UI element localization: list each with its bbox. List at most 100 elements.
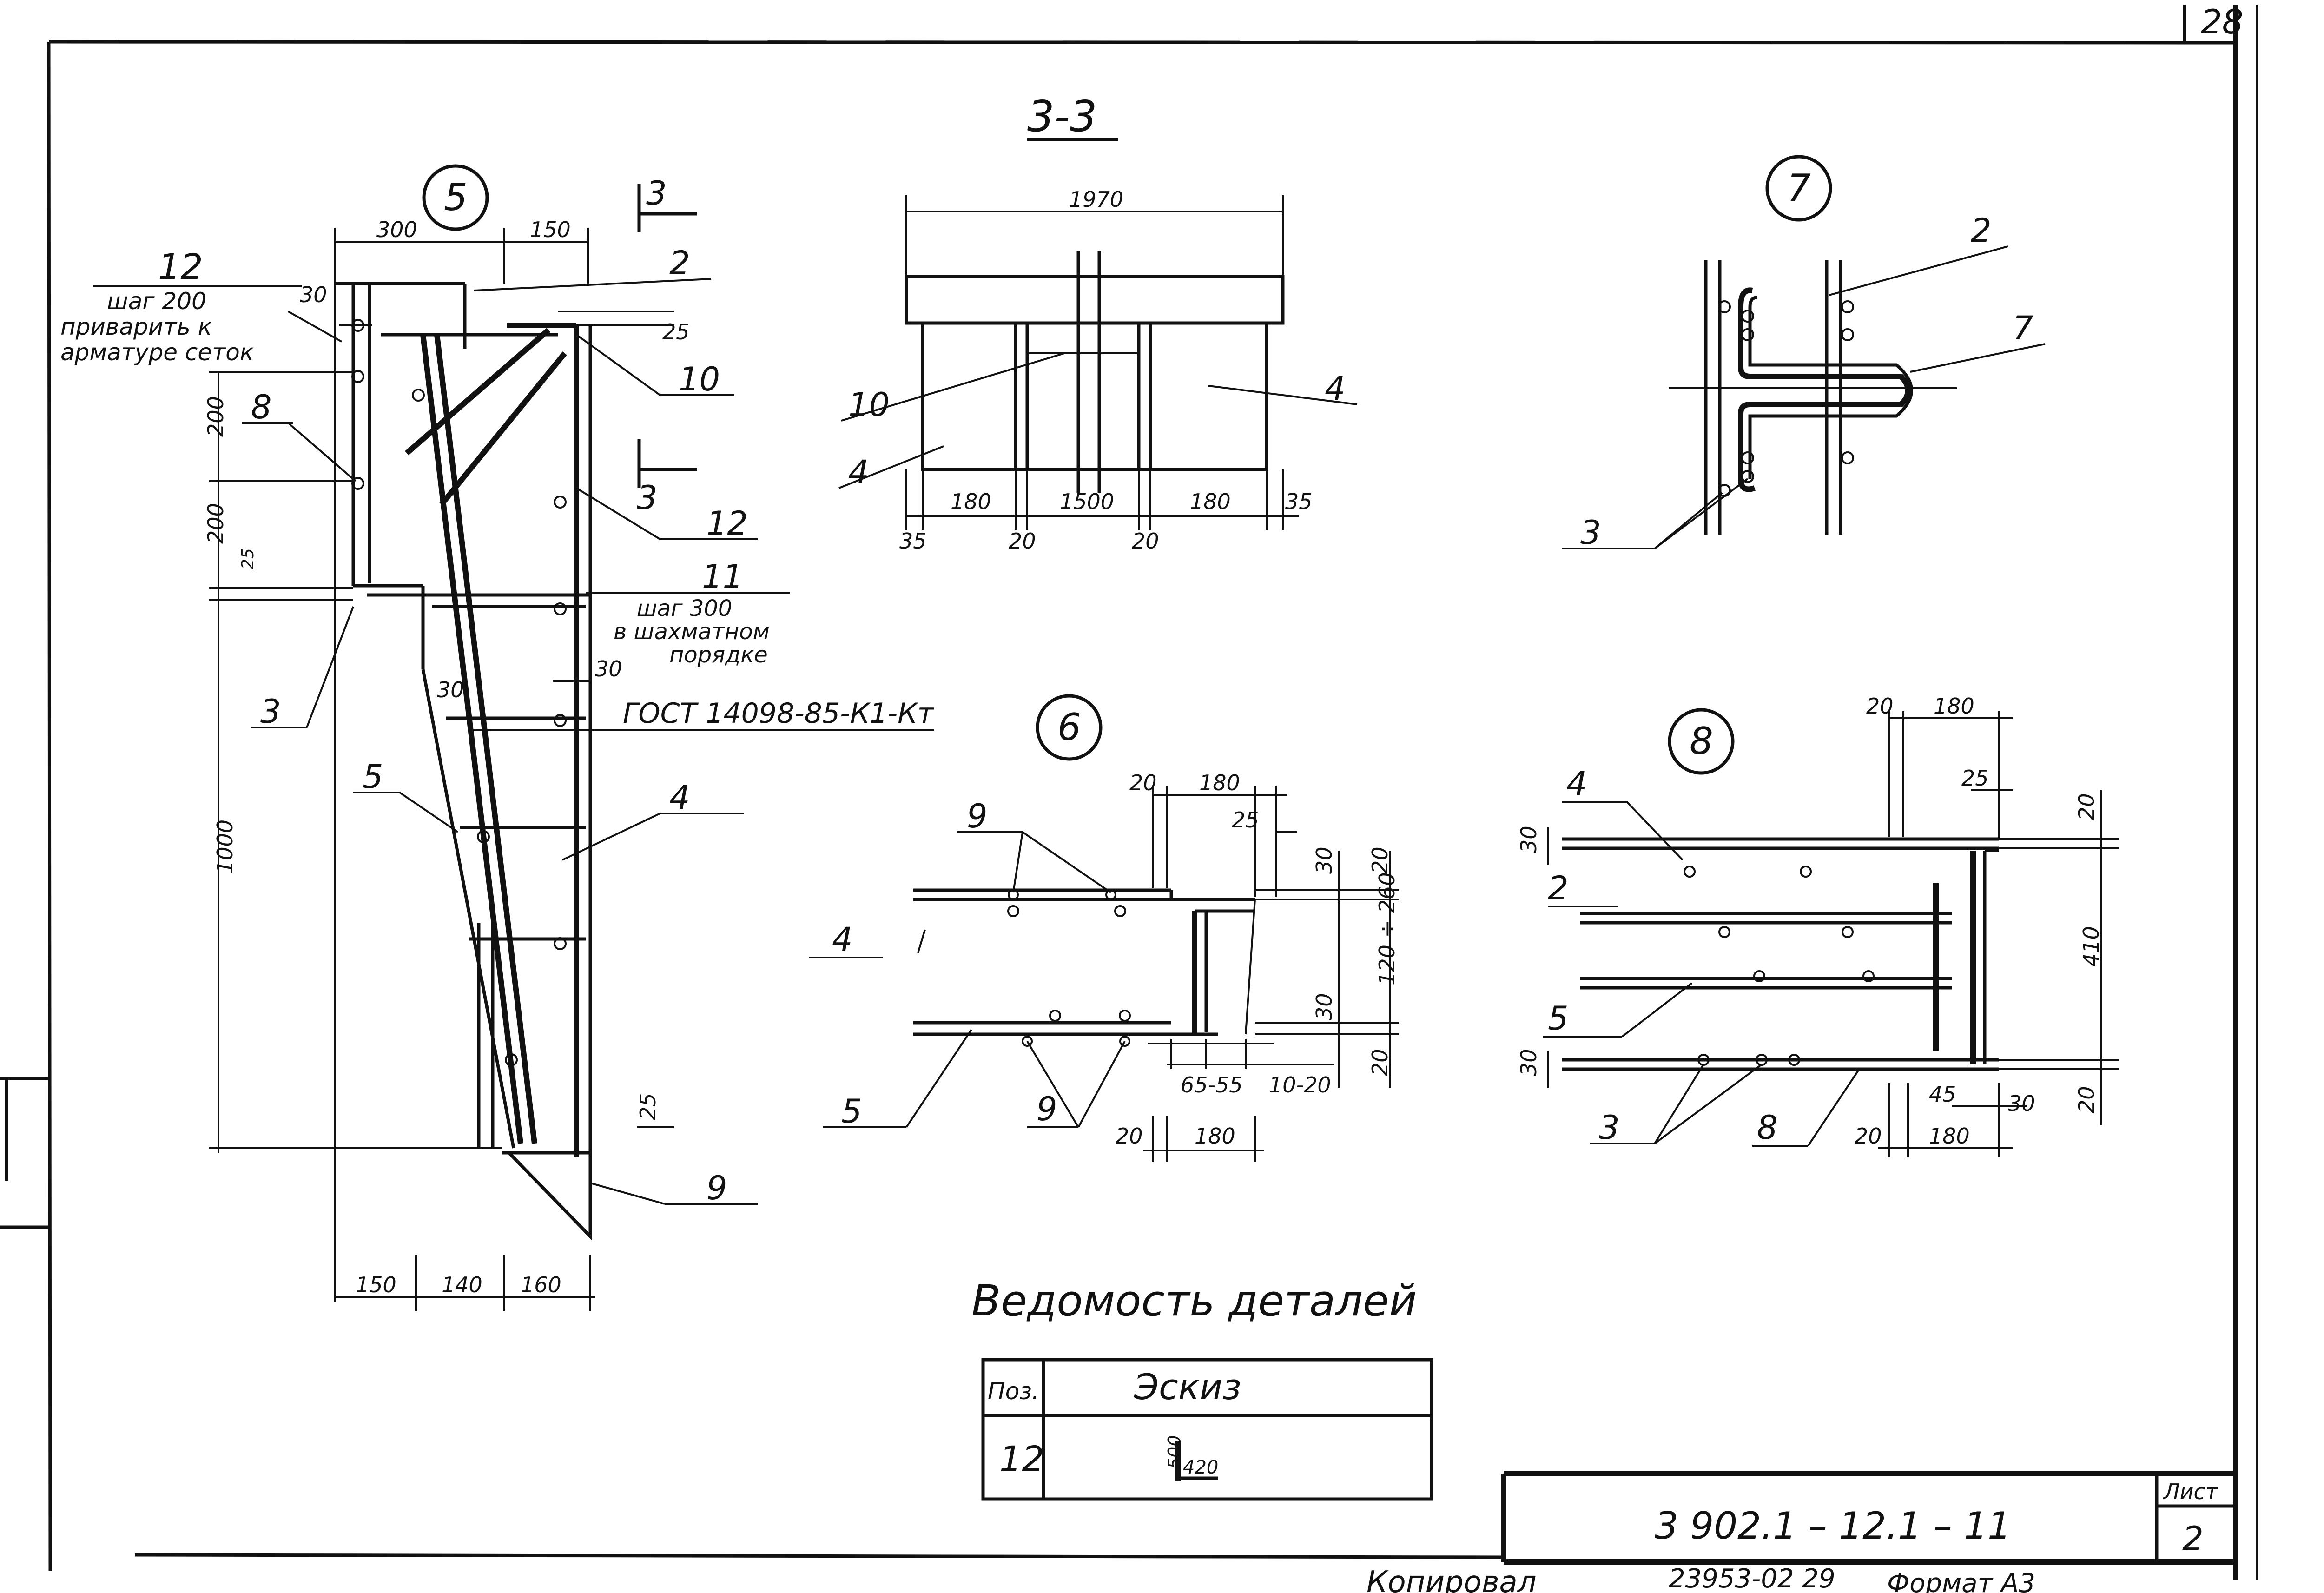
section-3-3-dim-top: 1970	[1069, 187, 1123, 212]
detail-8-dim-right-2: 20	[2074, 1086, 2099, 1113]
detail-8-dim-bottom-0: 45	[1929, 1082, 1956, 1107]
title-block: 3 902.1 – 12.1 – 11 Лист 2	[1501, 1471, 2236, 1565]
detail-5-section-mark-top: 3	[646, 174, 667, 212]
detail-7-callout-3: 3	[1580, 514, 1601, 552]
section-3-3-dim-b3: 1500	[1060, 489, 1114, 514]
detail-5-dim-left-2: 25	[238, 548, 257, 569]
parts-schedule-row-pos: 12	[999, 1438, 1044, 1480]
section-3-3-callout-4-right: 4	[1325, 370, 1346, 408]
detail-5-callout-12-right: 12	[706, 504, 748, 542]
detail-8-callout-2: 2	[1548, 869, 1569, 907]
detail-6-dim-right-4: 20	[1367, 1049, 1393, 1076]
detail-5-dim-30-inner: 30	[437, 677, 464, 702]
detail-5-callout-9: 9	[706, 1169, 727, 1207]
detail-5-note-12-c: арматуре сеток	[60, 339, 254, 366]
detail-5-dim-top-1: 150	[530, 217, 571, 242]
detail-5-callout-12-left: 12	[158, 246, 203, 287]
detail-6-dim-right-2: 120 ÷ 260	[1374, 873, 1400, 985]
detail-5-dim-30-left: 30	[300, 282, 327, 307]
footer-format: Формат А3	[1887, 1568, 2035, 1593]
sheet-frame	[0, 5, 2258, 1580]
detail-5-callout-8: 8	[251, 388, 272, 426]
detail-5-dim-bottom-0: 150	[356, 1272, 396, 1297]
parts-schedule-title: Ведомость деталей	[971, 1276, 1417, 1326]
detail-6-dim-top-0: 20	[1129, 770, 1157, 795]
detail-8-dim-bottom-2: 20	[1855, 1124, 1882, 1149]
detail-5-section-mark-bottom: 3	[637, 479, 658, 517]
detail-8-marker: 8	[1690, 720, 1713, 763]
detail-8-dim-bottom-1: 30	[2008, 1091, 2035, 1116]
detail-5-dim-top-0: 300	[376, 217, 417, 242]
parts-schedule-header-pos: Поз.	[988, 1378, 1039, 1405]
detail-8-dim-bottom-3: 180	[1929, 1124, 1970, 1149]
detail-8-callout-5: 5	[1548, 999, 1569, 1038]
detail-5-note-11-a: шаг 300	[637, 595, 732, 621]
section-3-3-title: 3-3	[1027, 92, 1097, 141]
detail-7: 7 2 7 3	[1562, 155, 2046, 552]
detail-7-marker: 7	[1787, 166, 1811, 210]
detail-5-callout-4: 4	[669, 779, 690, 817]
detail-6-dim-bottom-0: 65-55	[1181, 1072, 1243, 1097]
detail-5-dim-30-right: 30	[595, 656, 622, 681]
detail-5-dim-bottom-1: 140	[442, 1272, 482, 1297]
detail-8: 8 20 180 25 20 410 20	[1516, 694, 2119, 1157]
detail-5-gost-note: ГОСТ 14098-85-К1-Кт	[623, 697, 935, 730]
detail-8-callout-4: 4	[1566, 765, 1587, 803]
detail-6-callout-9-top: 9	[967, 797, 988, 835]
detail-8-dim-right-1: 410	[2079, 926, 2104, 967]
detail-6-dim-right-1: 20	[1367, 846, 1393, 874]
detail-6-dim-bottom-1: 10-20	[1269, 1072, 1331, 1097]
detail-5-dim-left-1: 200	[203, 503, 228, 544]
detail-5-dim-left-0: 200	[203, 396, 228, 437]
footer-order: 23953-02 29	[1669, 1564, 1835, 1593]
section-3-3-dim-b1: 180	[951, 489, 991, 514]
detail-6-dim-bottom-3: 180	[1195, 1124, 1235, 1149]
title-block-list-label: Лист	[2163, 1479, 2218, 1504]
section-3-3-dim-b2: 20	[1009, 529, 1036, 554]
detail-6-callout-9-bottom: 9	[1037, 1090, 1057, 1128]
detail-7-callout-7: 7	[2013, 309, 2034, 347]
detail-6-dim-top-2: 25	[1232, 807, 1259, 833]
title-block-designation: 3 902.1 – 12.1 – 11	[1655, 1504, 2011, 1547]
section-3-3: 3-3 1970 35 180 20 1500 20 180 35 10 4	[838, 92, 1358, 554]
section-3-3-callout-10: 10	[848, 386, 890, 424]
detail-8-dim-left-1: 30	[1516, 1049, 1541, 1076]
section-3-3-dim-b6: 35	[1285, 489, 1313, 514]
detail-5: 5 3 3 300 150	[60, 164, 935, 1311]
detail-5-note-12-a: шаг 200	[107, 288, 206, 315]
detail-5-dim-right-25: 25	[662, 319, 690, 344]
detail-8-dim-right-0: 20	[2074, 793, 2099, 820]
detail-8-dim-left-0: 30	[1516, 826, 1541, 853]
title-block-list-number: 2	[2182, 1519, 2204, 1558]
page-number: 28	[2201, 2, 2244, 41]
detail-6: 6 20 180 25 30 20	[809, 694, 1400, 1162]
detail-8-callout-3: 3	[1599, 1109, 1620, 1147]
parts-schedule-sketch-dim-0: 500	[1164, 1435, 1185, 1469]
parts-schedule-sketch-dim-1: 420	[1183, 1457, 1218, 1478]
detail-5-dim-left-3: 1000	[212, 820, 238, 874]
detail-7-callout-2: 2	[1971, 212, 1992, 250]
detail-5-callout-5: 5	[363, 758, 383, 796]
section-3-3-callout-4-left: 4	[848, 453, 869, 491]
detail-5-note-11-b: в шахматном	[614, 619, 770, 645]
footer-copied: Копировал	[1367, 1565, 1537, 1593]
detail-8-dim-top-0: 20	[1866, 694, 1894, 719]
detail-5-callout-2: 2	[669, 244, 690, 282]
detail-5-dim-25-bottom: 25	[635, 1093, 660, 1120]
detail-8-dim-top-2: 25	[1961, 766, 1989, 791]
detail-5-callout-11: 11	[702, 558, 743, 596]
detail-6-dim-bottom-2: 20	[1116, 1124, 1143, 1149]
detail-5-callout-3: 3	[260, 693, 281, 731]
detail-6-callout-5: 5	[841, 1092, 862, 1130]
detail-6-marker: 6	[1057, 706, 1081, 749]
detail-8-dim-top-1: 180	[1934, 694, 1974, 719]
detail-5-dim-bottom-2: 160	[521, 1272, 561, 1297]
parts-schedule: Ведомость деталей Поз. Эскиз 12 500 420	[971, 1276, 1433, 1501]
section-3-3-dim-b4: 20	[1132, 529, 1159, 554]
detail-5-note-11-c: порядке	[669, 642, 768, 668]
section-3-3-dim-b5: 180	[1190, 489, 1231, 514]
detail-6-dim-top-1: 180	[1199, 770, 1240, 795]
detail-5-note-12-b: приварить к	[60, 313, 212, 340]
section-3-3-dim-b0: 35	[899, 529, 927, 554]
